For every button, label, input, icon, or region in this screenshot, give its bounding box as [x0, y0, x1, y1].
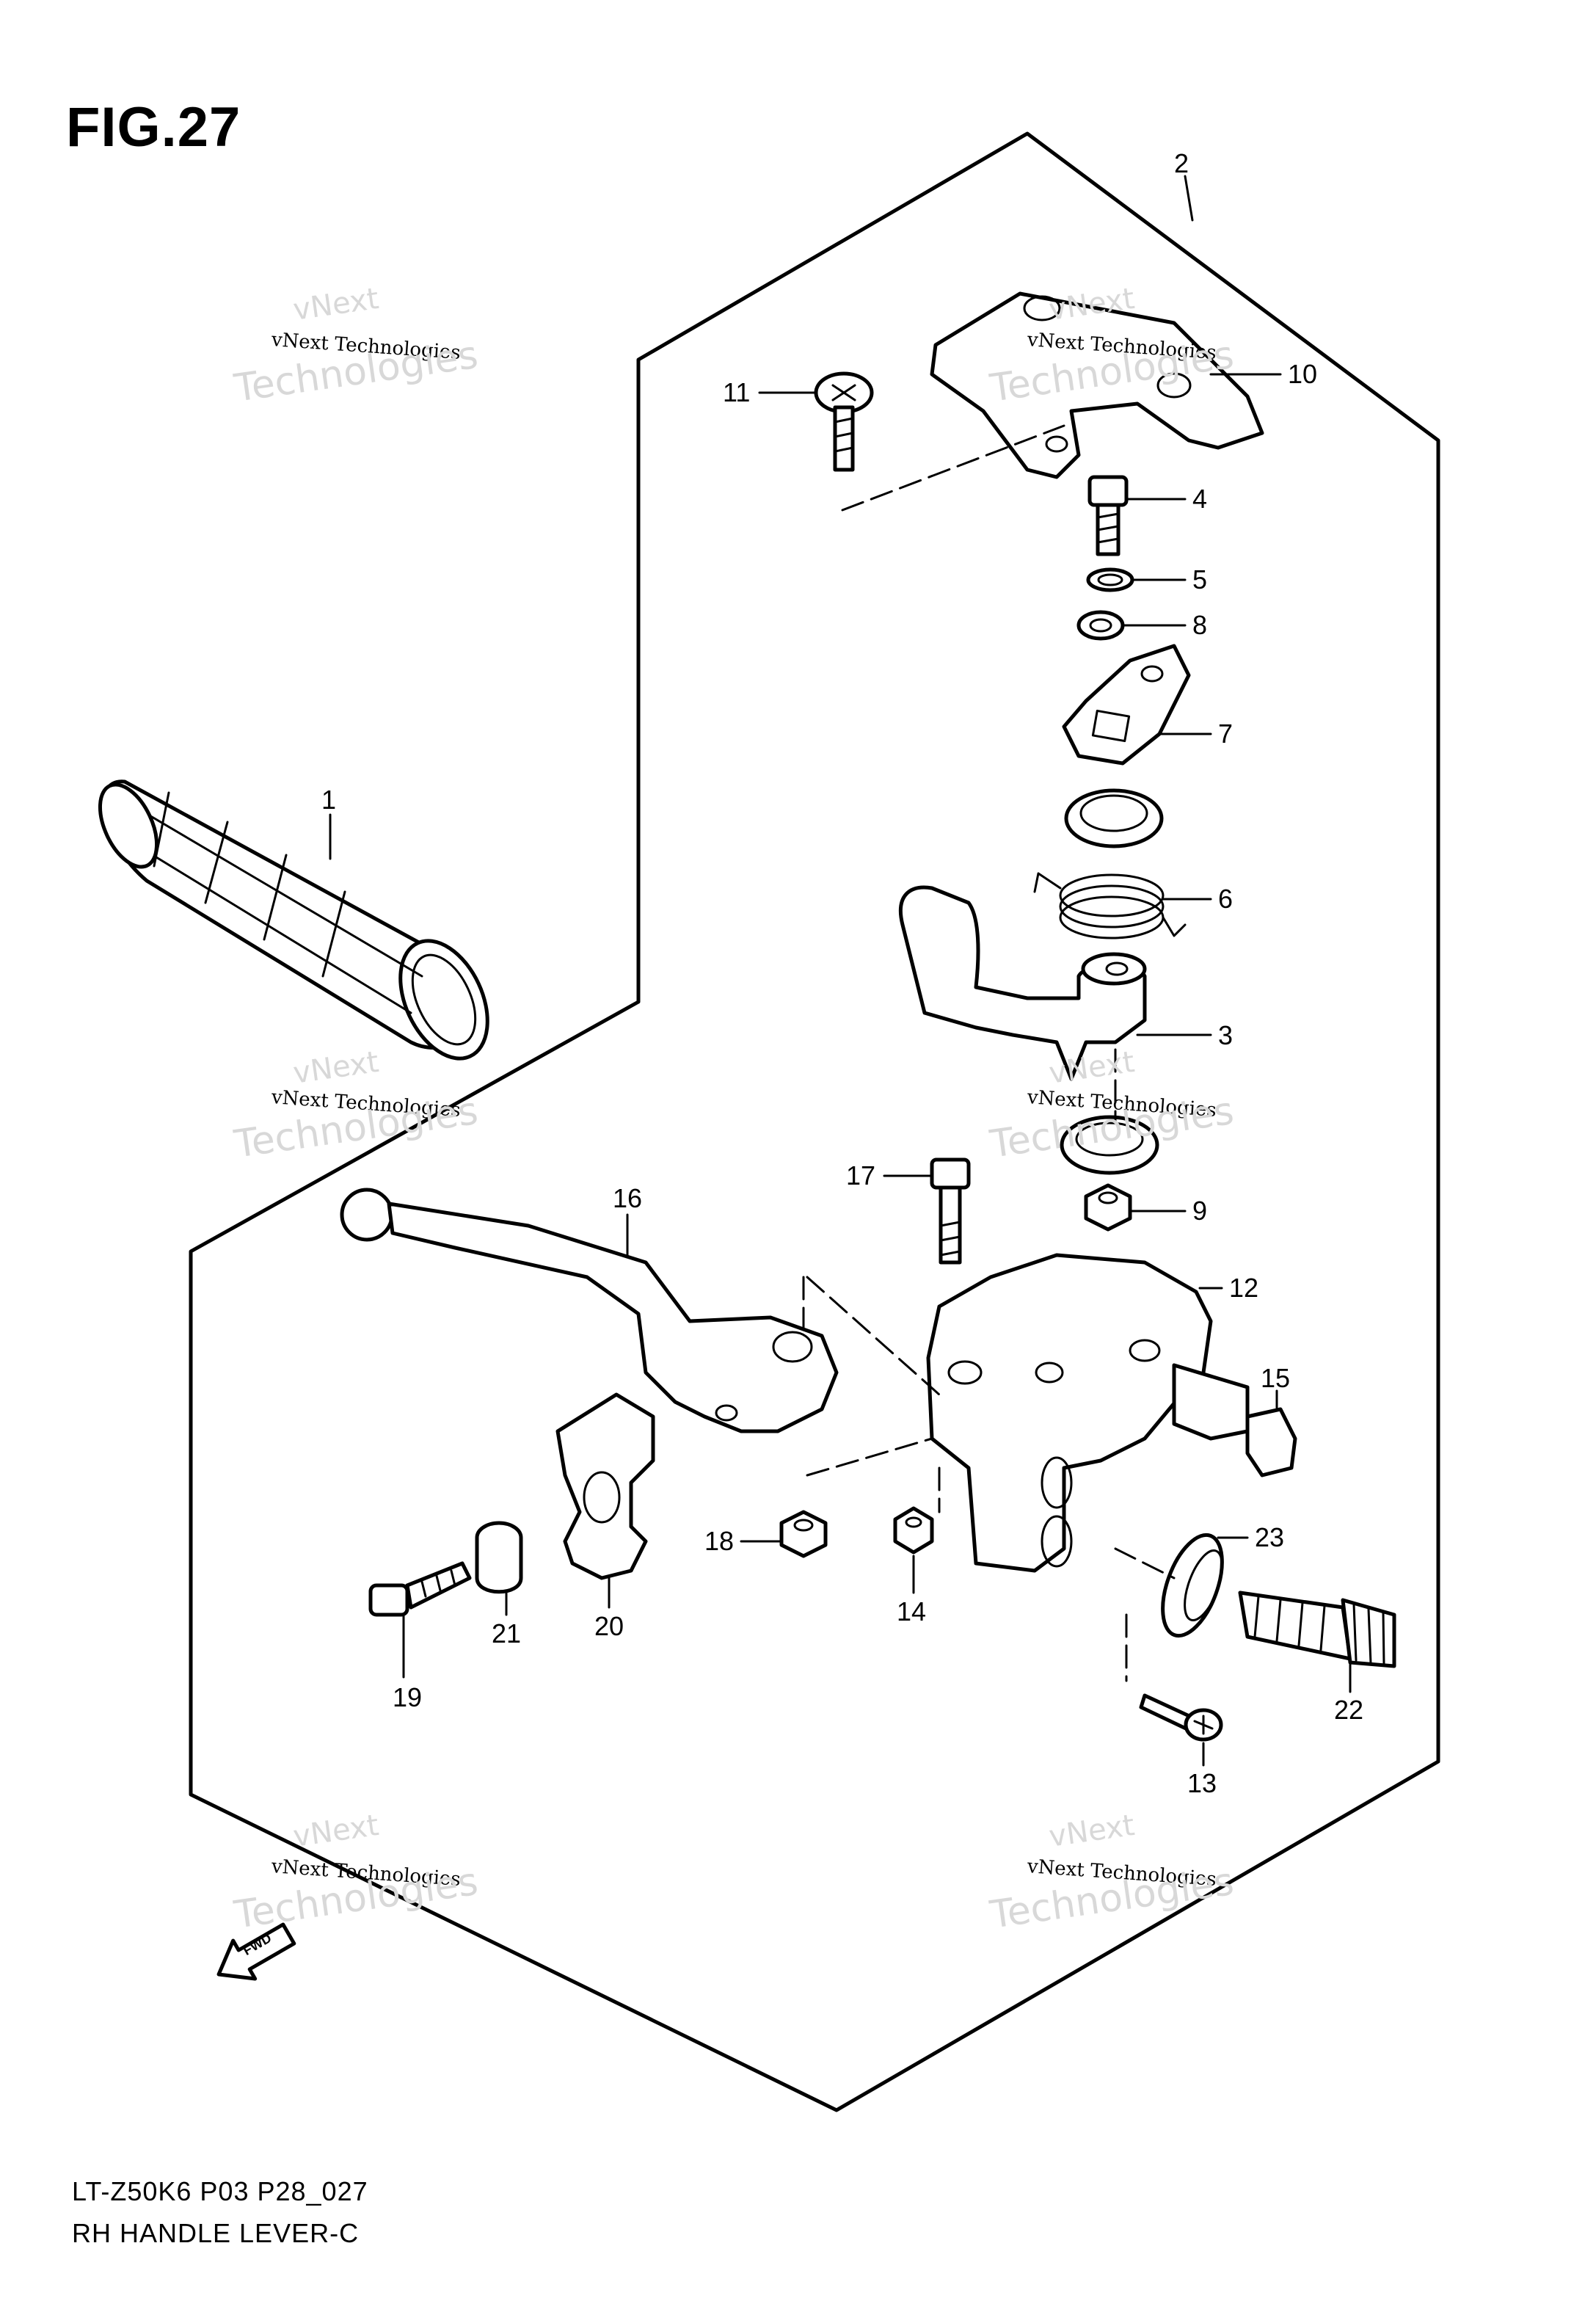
part-8-washer	[1076, 610, 1125, 641]
model-code: LT-Z50K6 P03 P28_027	[72, 2176, 368, 2206]
part-6-spring	[1033, 872, 1187, 939]
part-19-bolt	[368, 1561, 472, 1617]
part-20-clamp	[555, 1392, 655, 1580]
callout-3: 3	[1218, 1020, 1234, 1050]
callout-2: 2	[1174, 148, 1189, 178]
figure-caption: RH HANDLE LEVER-C	[72, 2218, 360, 2248]
callout-14: 14	[897, 1596, 927, 1626]
part-23-adjuster-wheel	[1161, 1533, 1224, 1638]
callout-20: 20	[594, 1611, 624, 1641]
part-7-plate	[1062, 644, 1191, 766]
part-13-screw	[1139, 1693, 1223, 1742]
callout-10: 10	[1288, 359, 1318, 389]
part-16-brake-lever	[340, 1188, 839, 1433]
callout-7: 7	[1218, 719, 1234, 749]
callout-6: 6	[1218, 884, 1234, 914]
part-4-bolt	[1087, 475, 1129, 556]
assembly-outline	[189, 131, 1440, 2112]
callout-16: 16	[613, 1183, 643, 1213]
figure-title: FIG.27	[66, 96, 241, 159]
callout-22: 22	[1334, 1695, 1364, 1725]
callout-23: 23	[1255, 1522, 1285, 1552]
part-21-collar	[475, 1521, 523, 1594]
callout-13: 13	[1187, 1768, 1217, 1798]
part-11-screw	[814, 371, 874, 472]
part-15-cap	[1245, 1407, 1297, 1477]
callout-17: 17	[846, 1160, 876, 1190]
part-14-nut	[893, 1506, 934, 1555]
callout-15: 15	[1261, 1363, 1291, 1393]
part-3-throttle-lever	[898, 885, 1147, 1081]
callout-21: 21	[492, 1618, 522, 1648]
callout-4: 4	[1192, 484, 1208, 514]
callout-11: 11	[723, 377, 751, 407]
assembly-guide-lines	[802, 424, 1176, 1682]
leader-lines	[329, 175, 1352, 1767]
callout-8: 8	[1192, 610, 1208, 640]
part-12-housing	[926, 1253, 1250, 1573]
part-1-grip	[98, 779, 489, 1061]
collar-lower	[1060, 1115, 1159, 1175]
callout-18: 18	[704, 1526, 735, 1556]
part-10-clamp-cover	[930, 291, 1264, 479]
part-9-nut	[1084, 1183, 1132, 1232]
callout-5: 5	[1192, 564, 1208, 595]
fwd-arrow-icon	[216, 1922, 296, 1981]
part-17-bolt	[930, 1157, 971, 1265]
callout-9: 9	[1192, 1196, 1208, 1226]
callout-12: 12	[1229, 1273, 1259, 1303]
collar-upper	[1064, 788, 1164, 848]
part-5-washer	[1086, 567, 1134, 592]
callout-1: 1	[321, 785, 337, 815]
callout-19: 19	[393, 1682, 423, 1712]
part-18-nut	[779, 1510, 828, 1558]
part-22-adjuster-bolt	[1238, 1591, 1396, 1668]
